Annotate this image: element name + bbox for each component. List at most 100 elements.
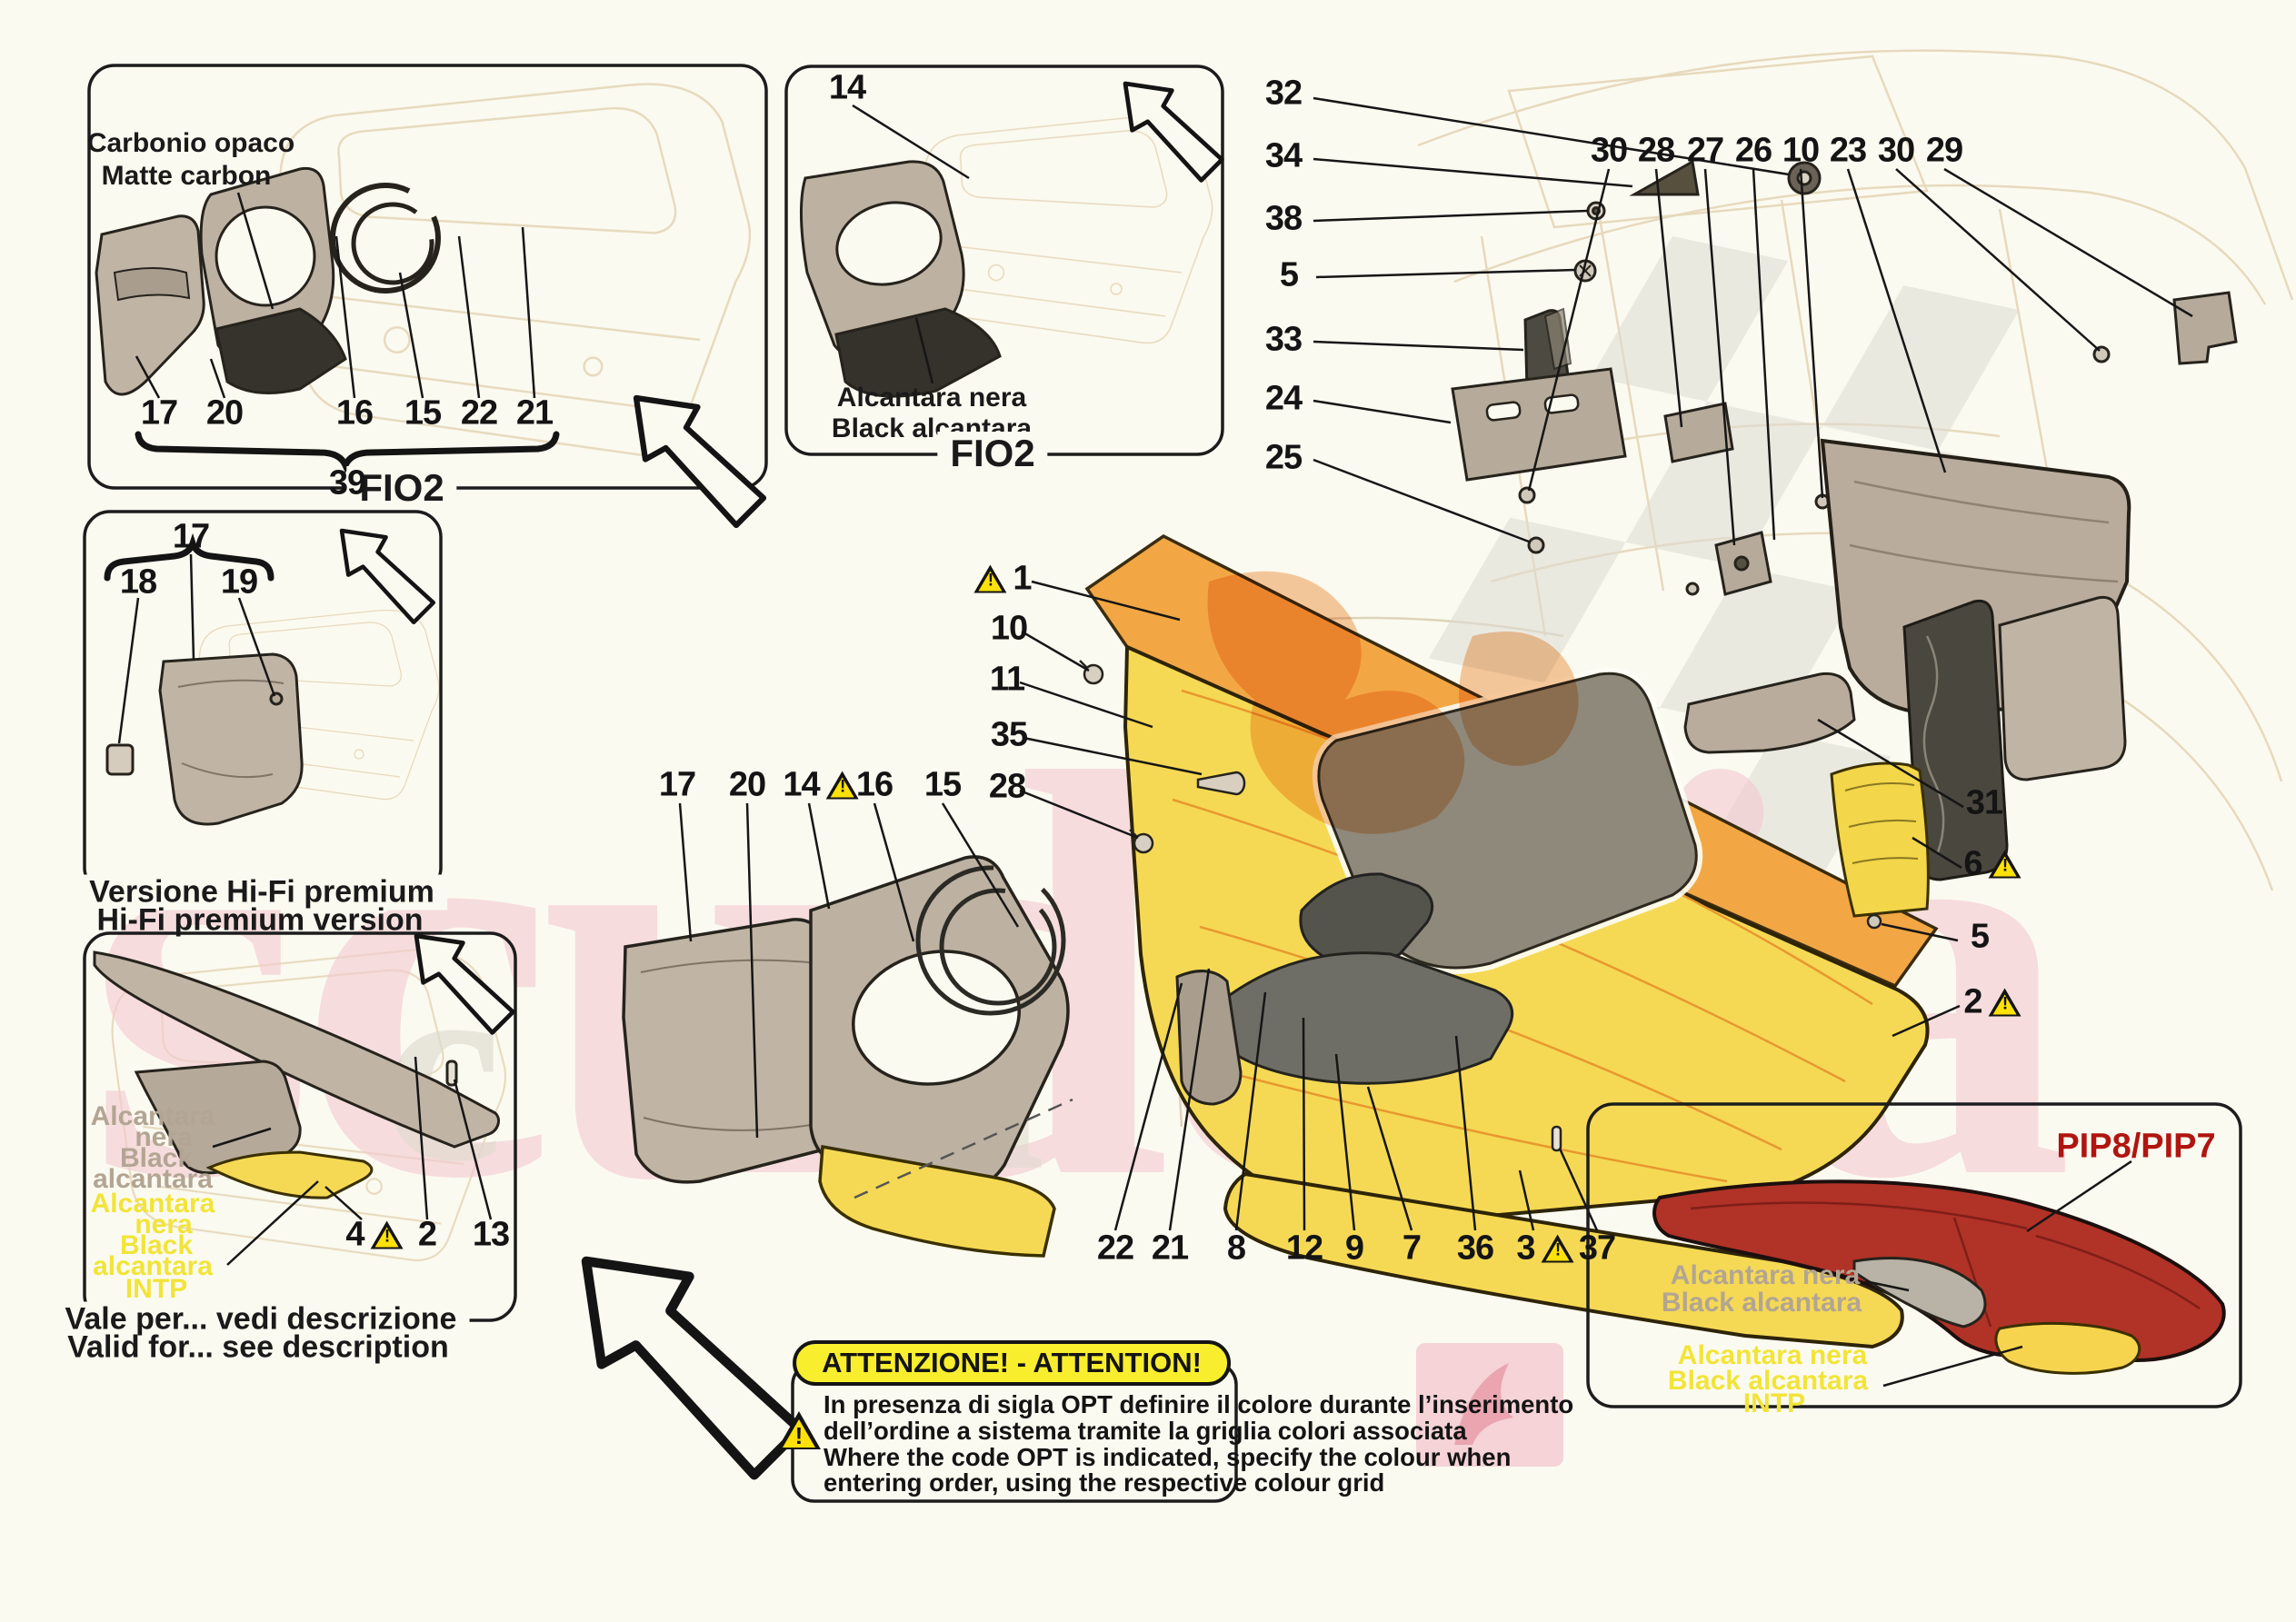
callout-25: 25 bbox=[1264, 438, 1303, 477]
pip-tan-line2: Black alcantara bbox=[1661, 1288, 1862, 1318]
callout-19: 19 bbox=[220, 562, 258, 602]
vale-tan-line: alcantara bbox=[93, 1164, 213, 1194]
callout-17: 17 bbox=[658, 765, 696, 804]
speaker-assembly-parts bbox=[622, 855, 1073, 1258]
trim-wedge bbox=[1683, 672, 1856, 754]
callout-28: 28 bbox=[988, 767, 1026, 806]
vale-caption-en: Valid for... see description bbox=[67, 1329, 449, 1365]
callout-16: 16 bbox=[335, 393, 374, 433]
callout-31: 31 bbox=[1965, 783, 2003, 822]
side-trim-panel bbox=[1998, 595, 2127, 781]
pip-yellow-line2: Black alcantara bbox=[1667, 1366, 1869, 1396]
pip-yellow-insert bbox=[1994, 1321, 2141, 1375]
callout-38: 38 bbox=[1264, 199, 1303, 238]
pillar-trim-texture bbox=[1922, 635, 1945, 853]
vale-yellow-line: Alcantara bbox=[90, 1189, 215, 1219]
callout-29: 29 bbox=[1925, 131, 1963, 170]
box-pip8-pip7 bbox=[1586, 1102, 2242, 1408]
callout-21: 21 bbox=[515, 393, 554, 433]
callout-36: 36 bbox=[1456, 1229, 1494, 1268]
warning-icon bbox=[1988, 850, 2021, 879]
callout-13: 13 bbox=[472, 1215, 510, 1254]
attention-line4: entering order, using the respective col… bbox=[824, 1468, 1385, 1497]
vale-yellow-line: nera bbox=[135, 1209, 193, 1239]
callout-32: 32 bbox=[1264, 74, 1303, 113]
attention-line3: Where the code OPT is indicated, specify… bbox=[824, 1443, 1512, 1471]
callout-27: 27 bbox=[1686, 131, 1724, 170]
vale-tan-line: Black bbox=[119, 1143, 194, 1173]
callout-6: 6 bbox=[1963, 845, 2021, 884]
arrow-icon bbox=[342, 531, 434, 622]
tag-fio2-1: FIO2 bbox=[346, 466, 457, 510]
callout-14: 14 bbox=[783, 766, 859, 805]
callout-14: 14 bbox=[828, 68, 866, 107]
alcantara-box-parts bbox=[799, 160, 1002, 398]
callout-35: 35 bbox=[990, 715, 1028, 754]
quarter-panel-lines bbox=[1849, 480, 2119, 583]
callout-28: 28 bbox=[1637, 131, 1675, 170]
funnel-ribs bbox=[1844, 782, 1919, 864]
callout-34: 34 bbox=[1264, 136, 1303, 175]
hifi-box-parts bbox=[105, 652, 304, 826]
callout-17: 17 bbox=[140, 393, 178, 433]
vale-yellow-line: alcantara bbox=[93, 1251, 213, 1281]
attention-title: ATTENZIONE! - ATTENTION! bbox=[793, 1340, 1231, 1386]
callout-2: 2 bbox=[417, 1215, 437, 1254]
vale-yellow-line: Black bbox=[119, 1230, 194, 1260]
callout-24: 24 bbox=[1264, 379, 1303, 418]
callout-16: 16 bbox=[855, 765, 893, 804]
pip-tag: PIP8/PIP7 bbox=[2056, 1127, 2216, 1166]
callout-33: 33 bbox=[1264, 320, 1303, 359]
callout-30: 30 bbox=[1590, 131, 1628, 170]
vale-yellow-line: INTP bbox=[125, 1274, 188, 1304]
tag-fio2-2: FIO2 bbox=[937, 432, 1048, 475]
callout-5: 5 bbox=[1970, 917, 1990, 956]
leader-lines bbox=[117, 96, 2193, 1388]
callout-37: 37 bbox=[1578, 1229, 1616, 1268]
callout-10: 10 bbox=[1782, 131, 1820, 170]
callout-2: 2 bbox=[1963, 983, 2021, 1022]
flame-watermark bbox=[1207, 571, 1579, 834]
callout-39: 39 bbox=[328, 463, 366, 503]
callout-26: 26 bbox=[1734, 131, 1772, 170]
attention-line2: dell’ordine a sistema tramite la griglia… bbox=[824, 1417, 1467, 1445]
callout-10: 10 bbox=[990, 609, 1028, 648]
pip-tan-line1: Alcantara nera bbox=[1670, 1260, 1861, 1290]
warning-icon bbox=[825, 771, 859, 800]
callout-11: 11 bbox=[989, 660, 1025, 699]
callout-15: 15 bbox=[404, 393, 442, 433]
carbon-box-parts bbox=[95, 166, 441, 396]
callout-7: 7 bbox=[1402, 1229, 1422, 1268]
arrow-icon bbox=[636, 398, 764, 525]
door-fasteners bbox=[1079, 660, 1882, 1152]
pip-gray-insert bbox=[1852, 1257, 1987, 1328]
brace-17 bbox=[104, 532, 275, 582]
callout-22: 22 bbox=[1096, 1229, 1134, 1268]
callout-20: 20 bbox=[205, 393, 244, 433]
carbon-label-en: Matte carbon bbox=[101, 161, 272, 191]
callout-20: 20 bbox=[728, 765, 766, 804]
warning-icon bbox=[1541, 1234, 1574, 1263]
callout-30: 30 bbox=[1877, 131, 1915, 170]
vale-tan-line: nera bbox=[135, 1122, 193, 1152]
vale-caption-it: Vale per... vedi descrizione bbox=[52, 1301, 470, 1338]
callout-15: 15 bbox=[923, 765, 962, 804]
callout-12: 12 bbox=[1285, 1229, 1323, 1268]
hifi-caption-it: Versione Hi-Fi premium bbox=[76, 874, 447, 911]
pip-yellow-line3: INTP bbox=[1742, 1388, 1806, 1418]
funnel-duct bbox=[1830, 761, 1930, 918]
pip-box-parts bbox=[1652, 1179, 2226, 1375]
door-handle bbox=[1299, 872, 1434, 966]
vale-box-parts bbox=[93, 950, 500, 1199]
armrest bbox=[1216, 951, 1514, 1085]
group-braces bbox=[104, 431, 560, 582]
alcantara-label-it: Alcantara nera bbox=[836, 383, 1027, 413]
callout-5: 5 bbox=[1279, 255, 1299, 294]
callout-4: 4 bbox=[345, 1216, 404, 1255]
warning-icon bbox=[370, 1220, 404, 1249]
pip-yellow-line1: Alcantara nera bbox=[1677, 1340, 1868, 1370]
callout-8: 8 bbox=[1226, 1229, 1246, 1268]
carbon-label-it: Carbonio opaco bbox=[86, 128, 295, 158]
warning-icon bbox=[973, 564, 1007, 593]
